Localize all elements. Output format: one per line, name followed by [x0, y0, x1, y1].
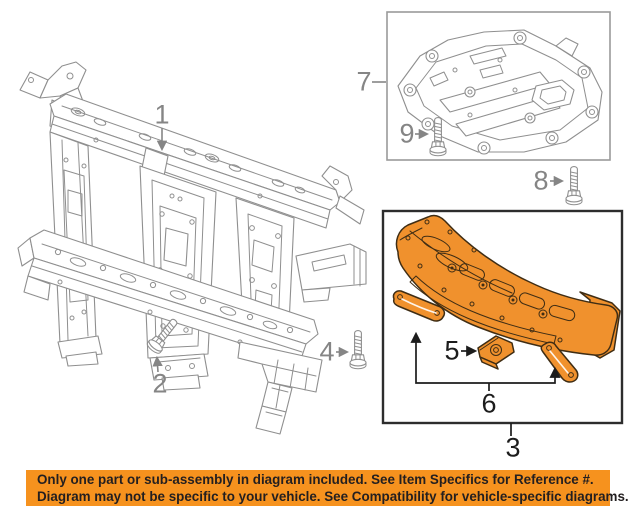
callout-6-label: 6 [481, 388, 497, 419]
disclaimer-banner: Only one part or sub-assembly in diagram… [26, 470, 629, 506]
radiator-support-drawing [17, 61, 367, 435]
disclaimer-line-2: Diagram may not be specific to your vehi… [37, 489, 629, 504]
callout-5-label: 5 [444, 335, 460, 366]
bracket-part5-drawing [477, 335, 515, 370]
callout-8-label: 8 [533, 165, 549, 196]
skid-plate-drawing [397, 29, 603, 155]
splash-guard-strip-left [392, 290, 446, 322]
callout-2-arrow [152, 355, 163, 373]
callout-3-label: 3 [505, 432, 521, 463]
callout-7-label: 7 [356, 66, 372, 97]
callout-1-label: 1 [154, 99, 170, 130]
bolt-part8-icon [565, 166, 583, 206]
callout-4-label: 4 [319, 336, 335, 367]
inset-box-3 [381, 209, 624, 425]
callout-6-bracket [410, 331, 561, 384]
inset-box-7 [386, 11, 611, 161]
bolt-part4-icon [349, 330, 367, 370]
disclaimer-line-1: Only one part or sub-assembly in diagram… [37, 472, 594, 487]
callout-2-label: 2 [152, 368, 168, 399]
callout-9-label: 9 [399, 118, 415, 149]
under-cover-drawing [395, 214, 621, 359]
